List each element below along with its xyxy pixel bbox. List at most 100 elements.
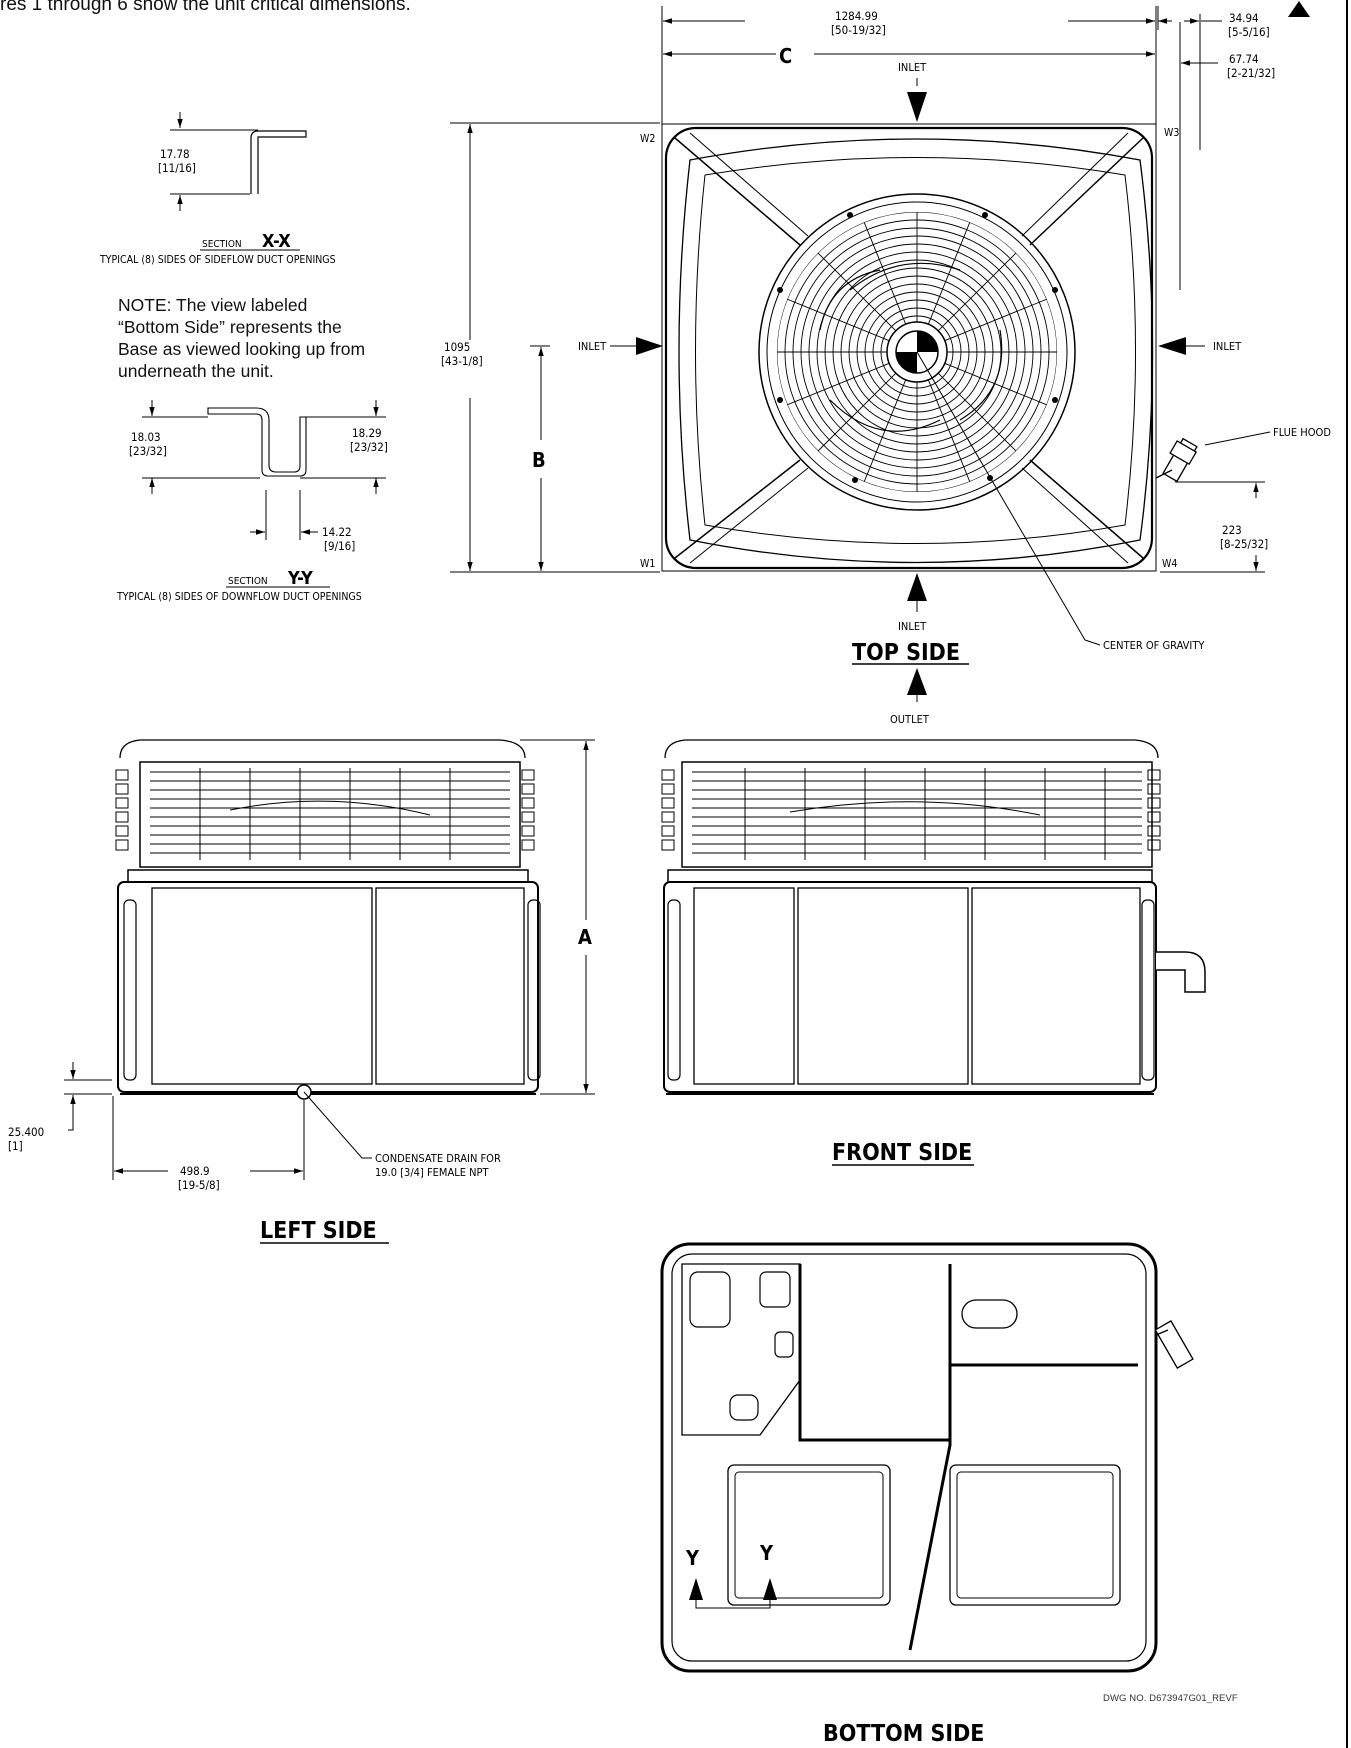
yy-section-word: SECTION <box>228 576 268 587</box>
dim223-in: [8-25/32] <box>1220 537 1268 551</box>
flue-hood-top <box>1155 437 1198 483</box>
xx-section-profile <box>250 130 307 194</box>
inlet-label-left: INLET <box>578 340 607 353</box>
corner-w4: W4 <box>1162 558 1177 570</box>
left-side-title: LEFT SIDE <box>260 1218 377 1244</box>
flue-hood-label: FLUE HOOD <box>1273 426 1331 439</box>
left-fins-right <box>521 769 535 851</box>
revision-triangle-icon <box>1288 1 1310 17</box>
width-dim-in: [50-19/32] <box>831 23 886 37</box>
dim25-leader <box>68 1112 74 1131</box>
bottom-rail-1 <box>798 1264 950 1442</box>
front-top-cover <box>664 739 1159 759</box>
left-fins-left <box>115 769 129 851</box>
yy-caption: TYPICAL (8) SIDES OF DOWNFLOW DUCT OPENI… <box>116 591 362 603</box>
note-line-3: Base as viewed looking up from <box>118 339 366 359</box>
bottom-compressor-foot-4 <box>729 1394 759 1421</box>
note-line-4: underneath the unit. <box>118 361 274 381</box>
top-side-title: TOP SIDE <box>852 640 960 666</box>
intro-text: res 1 through 6 show the unit critical d… <box>0 0 411 15</box>
bottom-compressor-foot-3 <box>774 1331 794 1358</box>
yy-dim-bottom-in: [9/16] <box>324 539 355 553</box>
outlet-arrow-icon <box>907 668 927 695</box>
bottom-compressor-foot-1 <box>689 1271 731 1328</box>
left-lower-cabinet <box>117 881 539 1093</box>
bottom-rail-3 <box>908 1365 952 1651</box>
front-lower-cabinet <box>663 881 1157 1093</box>
front-grille-slats <box>692 768 1142 860</box>
y-label-right: Y <box>759 1541 774 1565</box>
yy-dim-left-mm: 18.03 <box>131 430 161 444</box>
top-panel-inner2 <box>695 157 1136 544</box>
section-xx-group <box>170 112 307 211</box>
left-corner-post-l <box>123 899 137 1081</box>
corner-w1: W1 <box>640 558 655 570</box>
center-of-gravity-label: CENTER OF GRAVITY <box>1103 639 1205 652</box>
yy-section-arrow-left-icon <box>689 1578 703 1600</box>
y-label-left: Y <box>685 1546 700 1570</box>
drain-label-line1: CONDENSATE DRAIN FOR <box>375 1152 501 1165</box>
bottom-view-unit <box>660 1242 1194 1673</box>
bottom-compressor-bay <box>681 1263 801 1436</box>
drain-leader-line <box>303 1091 372 1159</box>
bottom-side-note: NOTE: The view labeled “Bottom Side” rep… <box>118 294 418 382</box>
dim67-mm: 67.74 <box>1229 52 1259 66</box>
inlet-label-bottom: INLET <box>898 620 927 633</box>
xx-section-label: X-X <box>262 231 291 252</box>
inlet-left-arrow-icon <box>636 337 663 355</box>
note-line-2: “Bottom Side” represents the <box>118 317 342 337</box>
front-fan-shadow <box>789 801 1041 816</box>
bottom-side-title: BOTTOM SIDE <box>823 1721 984 1747</box>
xx-caption: TYPICAL (8) SIDES OF SIDEFLOW DUCT OPENI… <box>99 254 336 266</box>
front-panel-compressor <box>693 887 795 1085</box>
section-yy-group <box>142 400 386 540</box>
flue-leader-line <box>1204 431 1271 446</box>
label-c: C <box>779 44 792 68</box>
bottom-rail-2 <box>948 1264 1138 1367</box>
front-mid-rail <box>667 869 1153 883</box>
label-a: A <box>578 925 592 949</box>
outlet-label: OUTLET <box>890 713 930 726</box>
xx-section-word: SECTION <box>202 239 242 250</box>
dim498-mm: 498.9 <box>180 1164 210 1178</box>
xx-dim-mm: 17.78 <box>160 147 190 161</box>
left-access-panel-2 <box>375 887 525 1085</box>
front-corner-post-l <box>667 899 681 1081</box>
front-fins-left <box>661 769 675 851</box>
dim34-mm: 34.94 <box>1229 11 1259 25</box>
inlet-label-top: INLET <box>898 61 927 74</box>
fan-bolts <box>777 212 1058 483</box>
rib-se <box>1029 459 1144 559</box>
height-dim-in: [43-1/8] <box>441 354 483 368</box>
bottom-duct-opening-return-inner <box>956 1471 1114 1599</box>
inlet-label-right: INLET <box>1213 340 1242 353</box>
bottom-drain-slot <box>961 1299 1018 1329</box>
dim25-in: [1] <box>8 1139 23 1153</box>
cog-leader-2 <box>1084 639 1101 646</box>
page-border-right <box>1346 0 1348 1748</box>
dim498-in: [19-5/8] <box>178 1178 220 1192</box>
front-corner-post-r <box>1141 899 1155 1081</box>
fan-ring-outer <box>758 193 1076 511</box>
drawing-number: DWG NO. D673947G01_REVF <box>1103 1693 1238 1704</box>
yy-dim-right-in: [23/32] <box>350 440 388 454</box>
bottom-flue-hood <box>1154 1320 1194 1369</box>
left-view-dimensions <box>64 739 595 1180</box>
inlet-bottom-arrow-icon <box>907 573 927 601</box>
rib-sw <box>674 459 801 559</box>
top-view-dimensions <box>450 6 1265 573</box>
corner-w2: W2 <box>640 133 655 145</box>
front-flue-hood <box>1156 951 1206 993</box>
yy-section-profile <box>207 407 307 477</box>
dim25-mm: 25.400 <box>8 1125 44 1139</box>
fan-ring-2 <box>766 201 1068 503</box>
fan-blades <box>819 262 1003 432</box>
rib-nw <box>674 137 801 246</box>
yy-section-arrow-right-icon <box>763 1578 777 1600</box>
inlet-top-arrow-icon <box>907 92 927 122</box>
front-panel-control <box>971 887 1141 1085</box>
drain-label-line2: 19.0 [3/4] FEMALE NPT <box>375 1166 489 1179</box>
rib-nw-b <box>689 132 809 237</box>
left-fan-shadow <box>229 800 431 816</box>
